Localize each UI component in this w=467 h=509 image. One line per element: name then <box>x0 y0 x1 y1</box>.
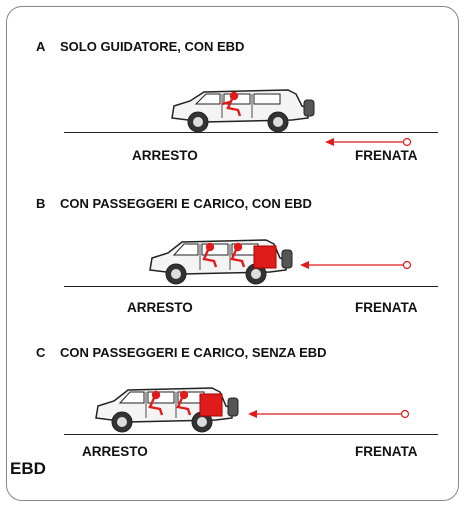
section-a-title: A SOLO GUIDATORE, CON EBD <box>36 39 244 54</box>
footer-ebd-label: EBD <box>10 459 46 478</box>
cargo-load-icon <box>253 245 277 269</box>
section-b-brake-label: FRENATA <box>355 300 418 315</box>
section-b-vehicle-illustration <box>149 239 293 285</box>
section-c-brake-label: FRENATA <box>355 444 418 459</box>
section-c-title: C CON PASSEGGERI E CARICO, SENZA EBD <box>36 345 327 360</box>
section-b-brake-arrow <box>300 260 412 270</box>
passenger-figures-icon <box>148 390 192 416</box>
section-a-title-text: SOLO GUIDATORE, CON EBD <box>60 39 245 54</box>
section-a-stop-label: ARRESTO <box>132 148 198 163</box>
section-c-vehicle-illustration <box>95 387 239 433</box>
section-c-stop-label: ARRESTO <box>82 444 148 459</box>
section-b-stop-label: ARRESTO <box>127 300 193 315</box>
suv-icon <box>171 89 315 133</box>
driver-figure-icon <box>221 91 242 117</box>
section-c-brake-arrow <box>248 409 410 419</box>
suv-icon <box>149 239 293 285</box>
section-a-brake-label: FRENATA <box>355 148 418 163</box>
section-a-ground-line <box>64 132 438 133</box>
section-b-title-text: CON PASSEGGERI E CARICO, CON EBD <box>60 196 312 211</box>
section-b-title: B CON PASSEGGERI E CARICO, CON EBD <box>36 196 312 211</box>
section-c-ground-line <box>64 434 438 435</box>
section-b-letter: B <box>36 196 46 211</box>
cargo-load-icon <box>199 393 223 417</box>
section-a-brake-arrow <box>325 137 412 147</box>
section-a-vehicle-illustration <box>171 89 315 133</box>
section-a-letter: A <box>36 39 46 54</box>
section-c-letter: C <box>36 345 46 360</box>
section-b-ground-line <box>64 286 438 287</box>
passenger-figures-icon <box>202 242 246 268</box>
section-c-title-text: CON PASSEGGERI E CARICO, SENZA EBD <box>60 345 327 360</box>
